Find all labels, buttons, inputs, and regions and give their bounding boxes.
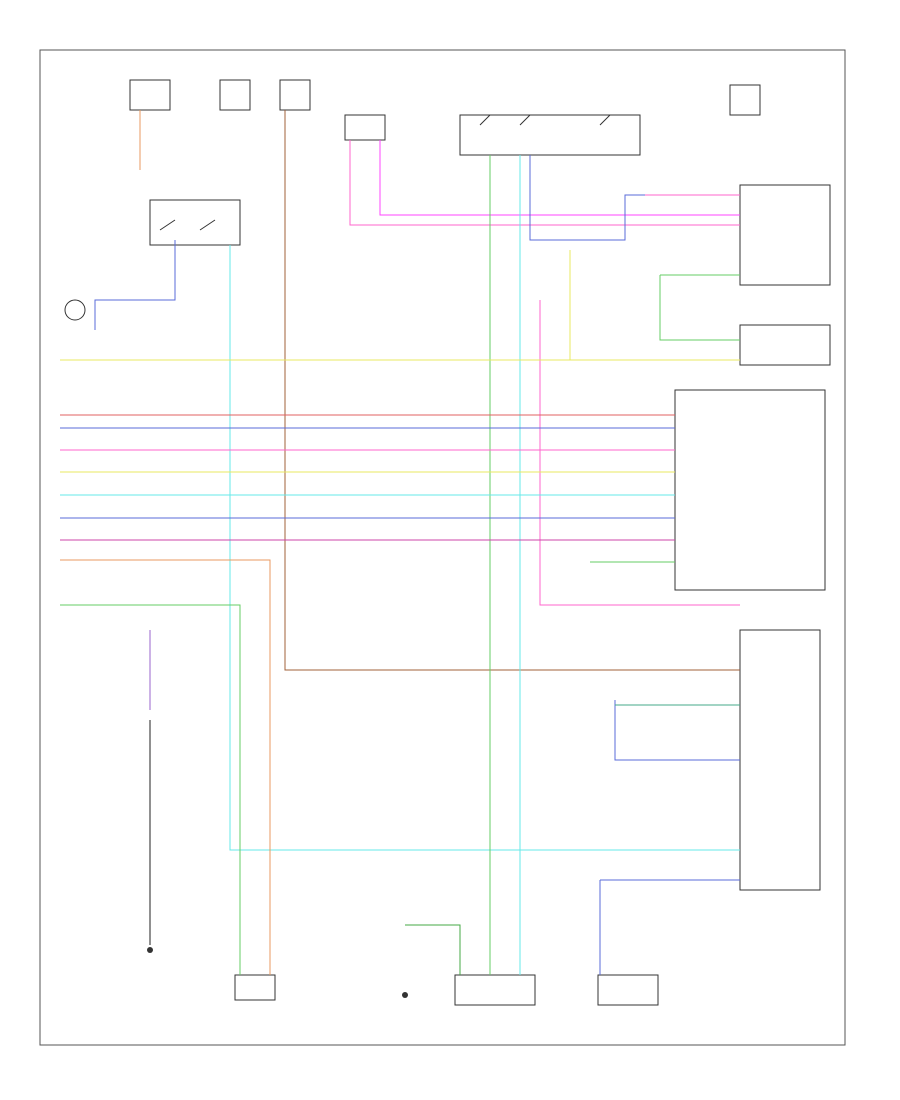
right-module-upper — [674, 389, 826, 591]
right-modules — [674, 184, 831, 891]
wire-pink-v1 — [349, 140, 740, 226]
wire-yellow-v — [569, 250, 740, 361]
vertical-wires — [60, 110, 740, 975]
ground-center — [402, 992, 408, 998]
right-connector-mid — [739, 324, 831, 366]
wire-cyan-v — [229, 245, 740, 851]
wire-blue-left — [94, 240, 176, 330]
bottom-sensor-left — [234, 974, 276, 1001]
bottom-components — [147, 947, 659, 1006]
diagram-frame — [39, 49, 846, 1046]
wire-blue-right — [614, 700, 740, 761]
top-relay — [344, 114, 386, 141]
wire-orange-left — [60, 559, 271, 975]
bottom-sensor-right — [597, 974, 659, 1006]
wire-blue-v — [529, 155, 740, 241]
top-right-fuse — [729, 84, 761, 116]
top-fuse-mid2 — [279, 79, 311, 111]
top-fuse-left — [129, 79, 171, 111]
right-connector-top — [739, 184, 831, 286]
wire-pink-v2 — [539, 300, 740, 606]
sensor-1 — [64, 299, 86, 321]
top-components — [129, 79, 761, 156]
top-fuse-mid — [219, 79, 251, 111]
switch-1 — [479, 114, 611, 126]
right-module-lower — [739, 629, 821, 891]
wire-blue-bottom — [599, 879, 740, 975]
wire-magenta-v — [379, 140, 740, 216]
horizontal-wires — [60, 194, 740, 563]
wire-green-left — [60, 604, 241, 975]
switch-box-1 — [149, 199, 241, 246]
bottom-switch-center — [454, 974, 536, 1006]
ground-left — [147, 947, 153, 953]
wire-lightgreen-v — [659, 275, 740, 341]
switch-contact-1 — [159, 219, 216, 231]
left-switches — [64, 199, 241, 321]
top-switch-block — [459, 114, 641, 156]
wire-brown-v — [284, 110, 740, 671]
wire-green-center — [405, 924, 461, 975]
